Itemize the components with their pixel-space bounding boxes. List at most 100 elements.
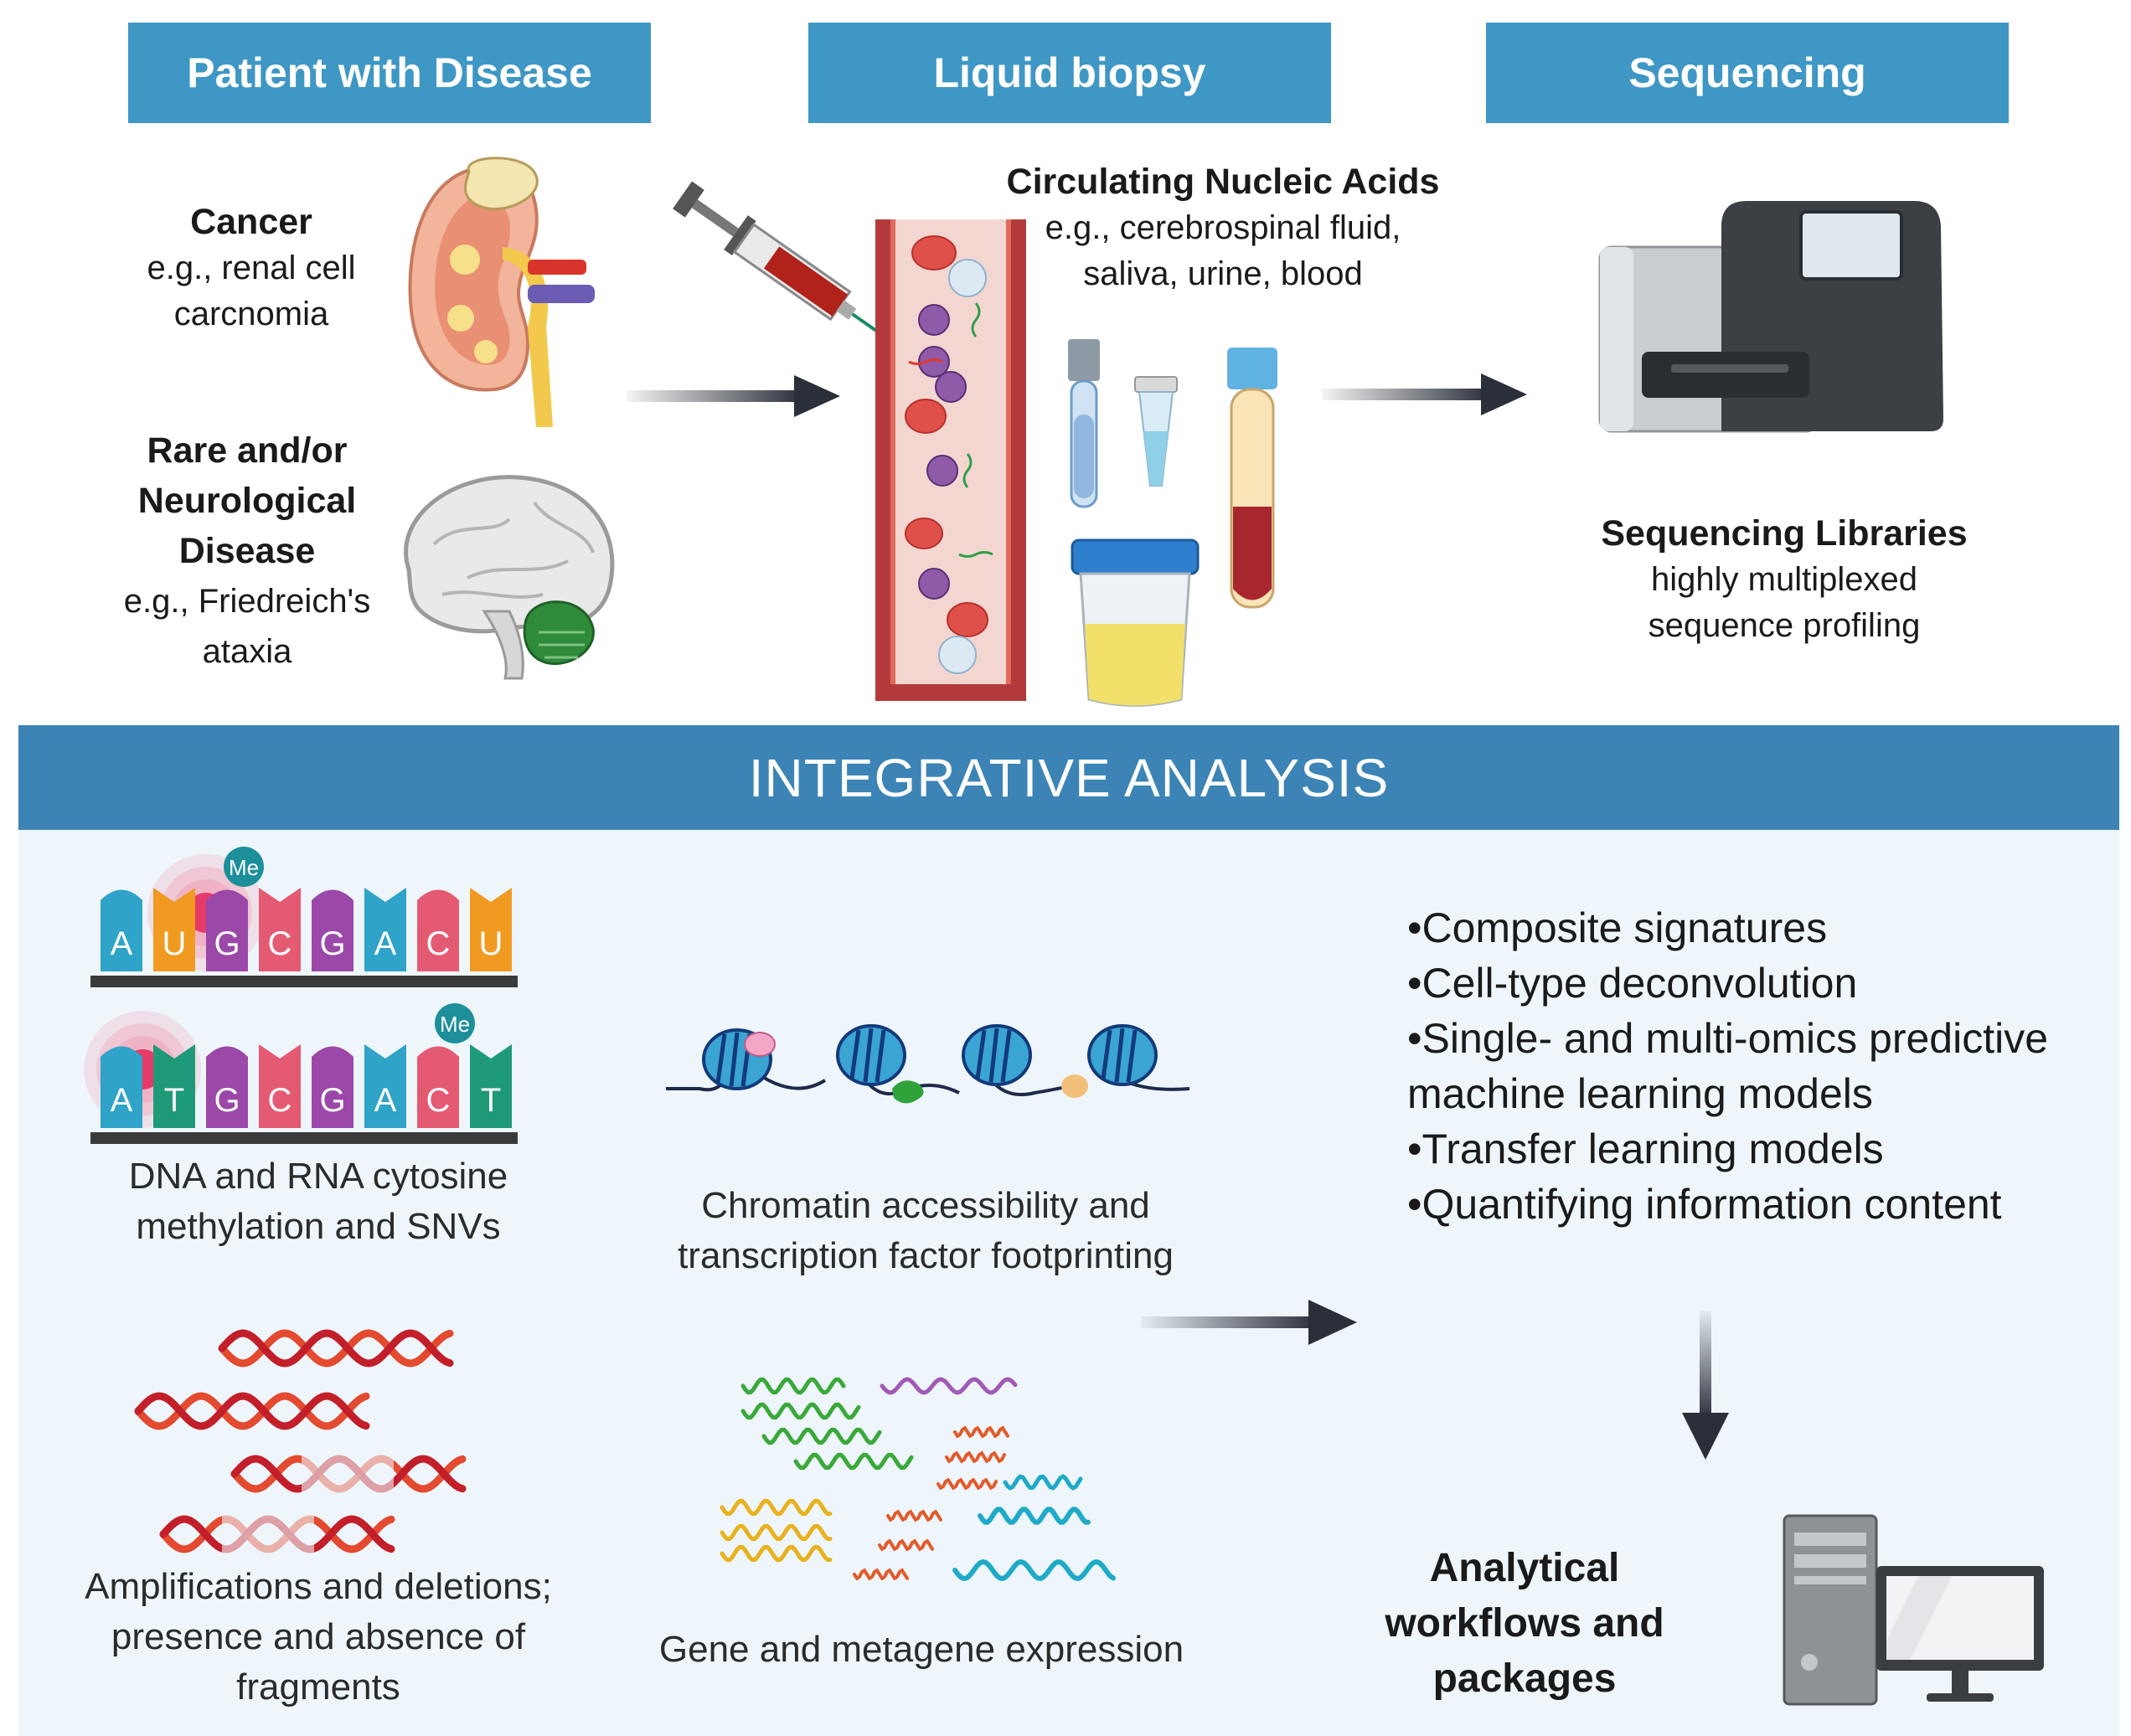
- rna-wave: [1003, 1474, 1083, 1491]
- rna-wave: [937, 1477, 998, 1491]
- libraries-title: Sequencing Libraries: [1601, 513, 1968, 554]
- rna-wave: [761, 1427, 882, 1445]
- sequencer-icon: [1598, 201, 1943, 433]
- arrow-icon: [627, 375, 840, 417]
- rare-line1: e.g., Friedreich's: [123, 583, 371, 620]
- nucleic-title: Circulating Nucleic Acids: [1006, 162, 1440, 202]
- bullet-item: •Single- and multi-omics predictive: [1407, 1015, 2049, 1062]
- nucleotide-tile: [417, 1046, 459, 1128]
- rna-wave: [878, 1538, 934, 1552]
- rna-wave: [720, 1498, 833, 1517]
- arrow-icon: [1141, 1300, 1357, 1345]
- bullet-item: •Transfer learning models: [1407, 1126, 1884, 1172]
- rare-title3: Disease: [178, 531, 316, 571]
- nucleotide-letter: G: [214, 1082, 240, 1119]
- nucleotide-tile: [470, 1044, 512, 1128]
- rna-wave: [720, 1523, 833, 1542]
- sample-tubes-icon: [1068, 339, 1277, 609]
- syringe-icon: [673, 181, 891, 343]
- dna-strand: [218, 1329, 454, 1368]
- dna-helix-icon: [134, 1329, 467, 1556]
- nucleotide-tile: [417, 889, 459, 971]
- blood-vessel-icon: [875, 219, 1026, 701]
- rare-title1: Rare and/or: [147, 430, 348, 471]
- nucleic-acids-label: Circulating Nucleic Acids e.g., cerebros…: [972, 159, 1474, 297]
- nucleotide-letter: C: [268, 925, 292, 962]
- cancer-line1: e.g., renal cell: [147, 250, 356, 286]
- nucleotide-letter: G: [214, 925, 240, 962]
- header-liquid-biopsy: Liquid biopsy: [808, 23, 1331, 123]
- nucleotide-letter: A: [374, 925, 397, 962]
- nucleotide-letter: G: [319, 925, 345, 962]
- nucleotide-tile: [312, 889, 353, 971]
- nucleotide-tile: [101, 889, 142, 971]
- methylation-caption-line1: DNA and RNA cytosine: [128, 1156, 508, 1197]
- nucleotide-tile: [206, 1046, 248, 1128]
- rna-wave: [793, 1452, 914, 1471]
- rna-wave: [853, 1568, 909, 1581]
- dna-strand: [134, 1392, 370, 1430]
- chromatin-caption-line1: Chromatin accessibility and: [701, 1185, 1150, 1226]
- methyl-badge: [224, 847, 264, 887]
- cancer-line2: carcnomia: [173, 296, 329, 332]
- dna-strand: [134, 1392, 370, 1430]
- cnv-caption-line2: presence and absence of: [111, 1616, 526, 1657]
- cnv-caption: Amplifications and deletions; presence a…: [50, 1562, 586, 1713]
- cnv-caption-line1: Amplifications and deletions;: [85, 1566, 552, 1607]
- nucleotide-letter: T: [481, 1082, 501, 1119]
- rna-wave: [880, 1377, 1018, 1395]
- kidney-icon: [408, 157, 595, 427]
- nucleotide-letter: U: [163, 925, 187, 962]
- libraries-line1: highly multiplexed: [1651, 561, 1917, 598]
- urine-cup-icon: [1071, 538, 1200, 707]
- rna-wave: [720, 1544, 833, 1563]
- nucleotide-letter: A: [111, 1082, 133, 1119]
- workflows-label: Analytical workflows and packages: [1357, 1541, 1692, 1707]
- deleted-segment: [222, 1512, 314, 1556]
- rare-line2: ataxia: [202, 633, 292, 670]
- nucleotide-letter: A: [111, 925, 133, 962]
- workflows-line2: workflows and: [1385, 1601, 1664, 1646]
- methyl-label: Me: [229, 855, 259, 880]
- nucleotide-tile: [364, 1044, 406, 1128]
- bullet-item: •Quantifying information content: [1407, 1181, 2002, 1228]
- rare-title2: Neurological: [137, 481, 357, 521]
- header-sequencing: Sequencing: [1486, 23, 2009, 123]
- methyl-badge: [435, 1003, 475, 1043]
- nucleotide-letter: G: [319, 1082, 345, 1119]
- cancer-label: Cancer e.g., renal cell carcnomia: [101, 199, 402, 337]
- nucleotide-letter: T: [164, 1082, 184, 1119]
- nucleotide-tile: [312, 1046, 353, 1128]
- bullet-item: •Cell-type deconvolution: [1407, 960, 1858, 1007]
- dna-strand: [218, 1329, 454, 1368]
- workflows-line1: Analytical: [1429, 1546, 1620, 1590]
- nucleotide-tile: [101, 1046, 142, 1128]
- nucleotide-letter: C: [268, 1082, 292, 1119]
- rna-wave: [886, 1509, 942, 1522]
- methylation-caption-line2: methylation and SNVs: [136, 1206, 501, 1247]
- brain-icon: [404, 475, 615, 680]
- nucleotide-letter: U: [479, 925, 503, 962]
- rna-wave: [978, 1507, 1091, 1525]
- libraries-line2: sequence profiling: [1648, 607, 1921, 644]
- methylation-caption: DNA and RNA cytosine methylation and SNV…: [101, 1151, 536, 1252]
- arrow-icon: [1682, 1311, 1729, 1460]
- nucleic-line1: e.g., cerebrospinal fluid,: [1045, 209, 1401, 246]
- rna-wave: [945, 1450, 1006, 1464]
- nucleotide-tile: [259, 888, 301, 971]
- bullet-item: •Composite signatures: [1407, 904, 1828, 951]
- rna-wave-icon: [720, 1377, 1116, 1582]
- nucleotide-letter: C: [426, 1082, 451, 1119]
- bullet-item: machine learning models: [1407, 1070, 1873, 1117]
- nucleotide-tile: [364, 888, 406, 971]
- nucleotide-letter: A: [374, 1082, 397, 1119]
- nucleotide-tile: [206, 889, 248, 971]
- methyl-label: Me: [440, 1012, 470, 1037]
- header-patient: Patient with Disease: [128, 23, 651, 123]
- nucleotide-tile: [153, 1044, 195, 1128]
- deleted-segment: [302, 1452, 394, 1496]
- nucleotide-tile: [153, 888, 195, 971]
- computer-icon: [1783, 1514, 2044, 1706]
- nucleic-line2: saliva, urine, blood: [1083, 255, 1363, 292]
